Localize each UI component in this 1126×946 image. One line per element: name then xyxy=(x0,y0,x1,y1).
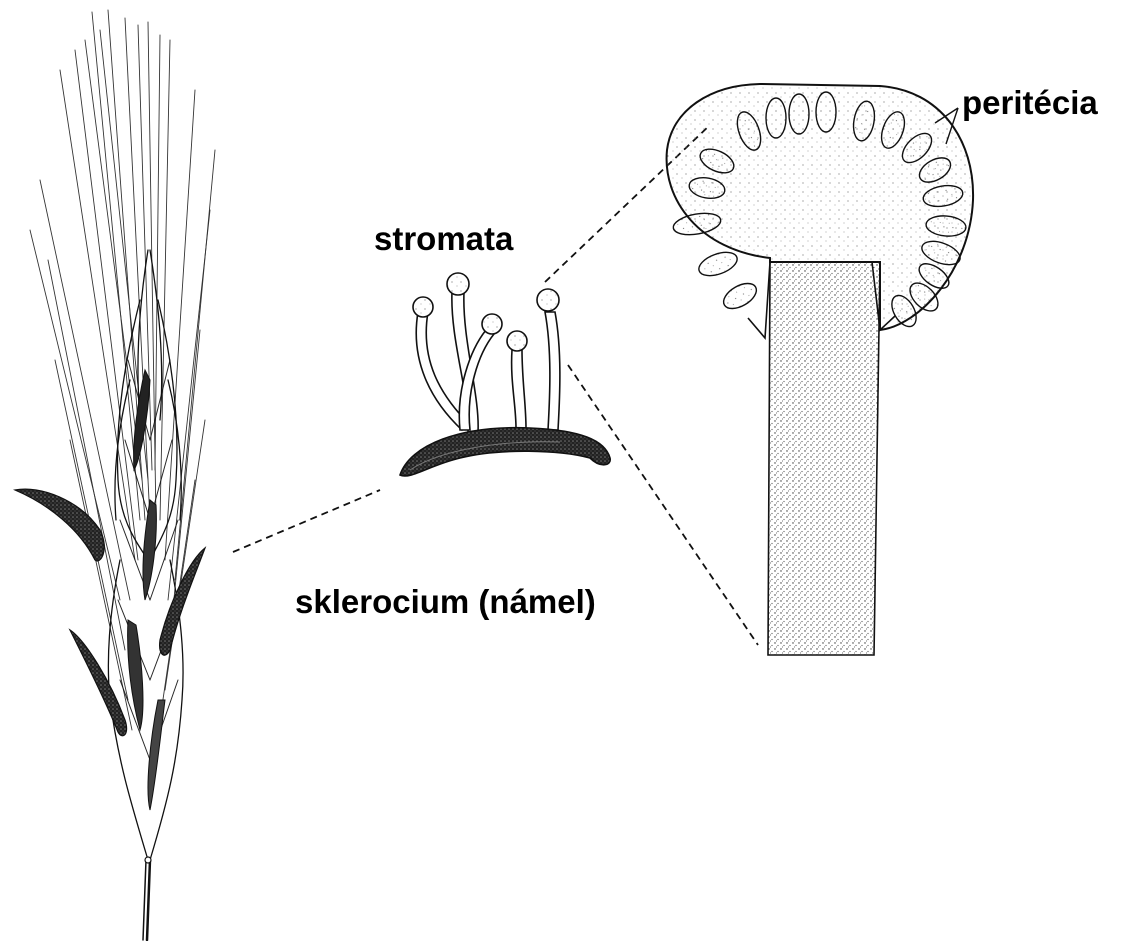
stroma-cross-section-icon xyxy=(667,84,974,655)
ergot-sclerotium-icon xyxy=(400,273,610,476)
leader-stroma-to-section-bottom xyxy=(568,365,758,645)
rye-ear-icon xyxy=(15,10,215,940)
label-sklerocium: sklerocium (námel) xyxy=(295,585,596,618)
label-peritecia: peritécia xyxy=(962,86,1098,119)
label-stromata: stromata xyxy=(374,222,513,255)
leader-ear-to-sclerotium xyxy=(233,490,380,552)
